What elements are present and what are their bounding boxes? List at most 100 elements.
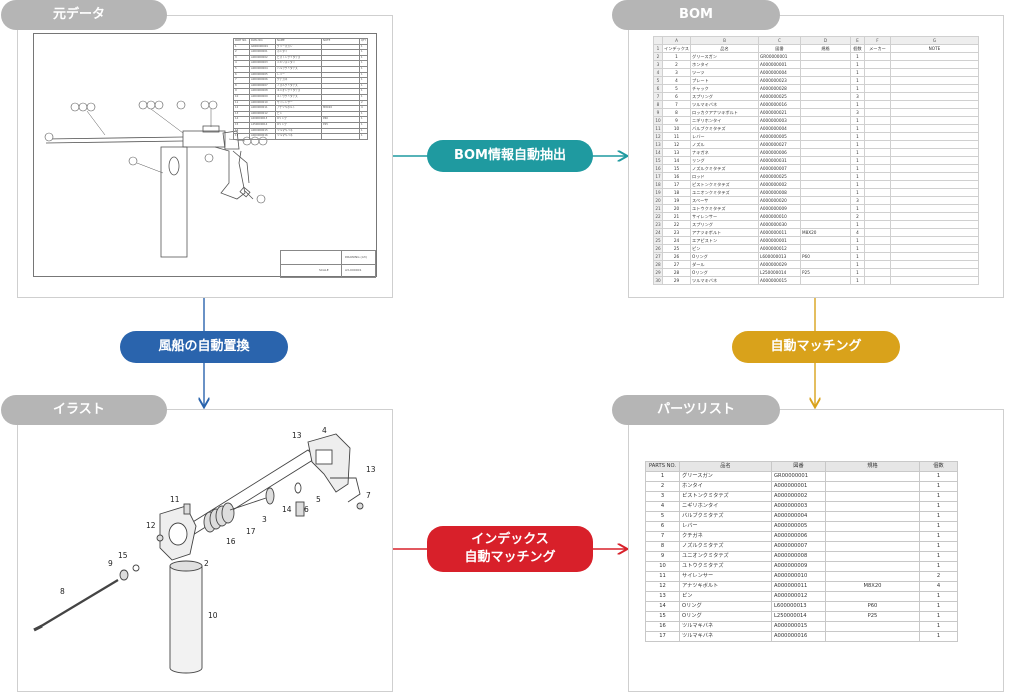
sheet-cell [800, 204, 851, 213]
parts-list-cell: 9 [645, 551, 680, 562]
sheet-cell: ツルマキバネ [690, 276, 759, 285]
sheet-cell: A000000028 [758, 84, 801, 93]
parts-list-cell: L600000013 [771, 601, 826, 612]
sheet-cell [800, 132, 851, 141]
parts-list-cell: 1 [919, 531, 958, 542]
parts-list-cell: レバー [679, 521, 772, 532]
parts-list-cell: A000000003 [771, 501, 826, 512]
parts-list-cell: A000000009 [771, 561, 826, 572]
sheet-cell [864, 236, 891, 245]
parts-list-cell: 8 [645, 541, 680, 552]
parts-list-cell: 1 [919, 471, 958, 482]
sheet-cell: 20 [662, 204, 691, 213]
sheet-cell [800, 76, 851, 85]
sheet-cell [890, 132, 979, 141]
sheet-cell: 9 [662, 116, 691, 125]
sheet-cell [864, 68, 891, 77]
parts-list-cell: 11 [645, 571, 680, 582]
sheet-cell [890, 188, 979, 197]
parts-list-cell: 1 [919, 621, 958, 632]
sheet-cell: 24 [662, 236, 691, 245]
exploded-illustration: 13 4 13 7 5 6 14 3 17 16 11 12 2 15 9 8 … [33, 426, 376, 674]
sheet-cell [800, 156, 851, 165]
sheet-cell: エアピストン [690, 236, 759, 245]
sheet-cell [800, 196, 851, 205]
parts-list-cell [825, 551, 920, 562]
sheet-cell: GR00000001 [758, 52, 801, 61]
parts-list-cell: 12 [645, 581, 680, 592]
sheet-cell: ホンタイ [690, 60, 759, 69]
drawing-table-cell: 2 [358, 99, 369, 107]
drawing-table-cell: 1 [358, 66, 369, 73]
sheet-cell: A000000004 [758, 68, 801, 77]
sheet-cell: A000000005 [758, 132, 801, 141]
sheet-cell: ユニオンクミタテズ [690, 188, 759, 197]
sheet-cell [890, 108, 979, 117]
sheet-cell [864, 84, 891, 93]
sheet-cell: レバー [690, 132, 759, 141]
sheet-cell: ロッド [690, 172, 759, 181]
sheet-row-number: 27 [653, 252, 663, 261]
illustration-panel-title: イラスト [1, 395, 167, 425]
sheet-cell: 26 [662, 252, 691, 261]
parts-list-cell: A000000010 [771, 571, 826, 582]
sheet-cell [800, 260, 851, 269]
sheet-cell [890, 260, 979, 269]
sheet-cell: 1 [850, 252, 865, 261]
sheet-cell [864, 52, 891, 61]
sheet-cell [864, 228, 891, 237]
balloon-replace-connector: 風船の自動置換 [120, 331, 288, 363]
sheet-row-number: 19 [653, 188, 663, 197]
sheet-row-number: 8 [653, 100, 663, 109]
parts-list-cell: 1 [919, 491, 958, 502]
parts-list-cell: A000000016 [771, 631, 826, 642]
sheet-cell: A000000031 [758, 156, 801, 165]
sheet-cell: スペーサ [690, 196, 759, 205]
sheet-cell [890, 212, 979, 221]
sheet-cell [800, 212, 851, 221]
sheet-cell [890, 196, 979, 205]
drawing-table-cell: 1 [358, 133, 369, 140]
svg-text:12: 12 [146, 521, 156, 530]
sheet-cell: 1 [850, 220, 865, 229]
parts-list-cell [825, 501, 920, 512]
sheet-cell [800, 172, 851, 181]
parts-list-cell: GR00000001 [771, 471, 826, 482]
sheet-cell: リング [690, 156, 759, 165]
sheet-cell: 1 [850, 236, 865, 245]
parts-list-cell: A000000015 [771, 621, 826, 632]
sheet-cell: 1 [850, 124, 865, 133]
svg-text:9: 9 [108, 559, 113, 568]
sheet-cell: 1 [850, 276, 865, 285]
auto-matching-label: 自動マッチング [770, 339, 862, 354]
sheet-cell: A000000001 [758, 60, 801, 69]
index-matching-line1: インデックス [471, 532, 549, 547]
parts-list-cell [825, 481, 920, 492]
sheet-row-number: 3 [653, 60, 663, 69]
sheet-cell: 1 [850, 52, 865, 61]
sheet-cell: A000000023 [758, 76, 801, 85]
parts-list-cell: 1 [919, 591, 958, 602]
drawing-table-cell: 17 [233, 133, 250, 140]
sheet-cell: 12 [662, 140, 691, 149]
sheet-cell: A000000025 [758, 92, 801, 101]
sheet-row-number: 21 [653, 204, 663, 213]
